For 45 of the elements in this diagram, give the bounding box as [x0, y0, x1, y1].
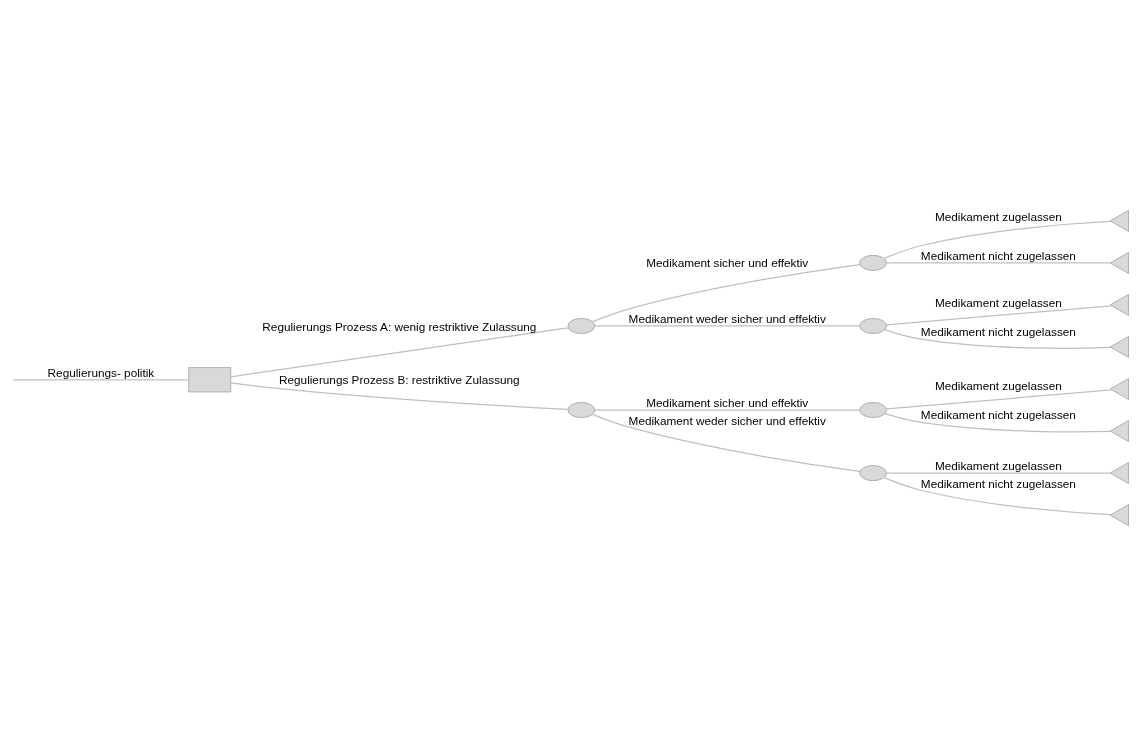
edge-label: Medikament sicher und effektiv — [646, 255, 809, 269]
connector — [883, 476, 1112, 515]
node-triangle — [1109, 461, 1129, 484]
edge-label: Medikament nicht zugelassen — [920, 476, 1076, 490]
edge-label: Regulierungs Prozess A: wenig restriktive Zulassung — [262, 319, 537, 333]
node-triangle — [1109, 503, 1129, 526]
edge-label: Medikament nicht zugelassen — [920, 324, 1076, 338]
connector — [885, 304, 1113, 326]
edge-label: Medikament weder sicher und effektiv — [628, 311, 826, 325]
node-triangle — [1109, 377, 1129, 400]
node-triangle — [1109, 209, 1129, 232]
node-circle — [567, 317, 596, 334]
node-triangle — [1109, 335, 1129, 358]
connector — [12, 378, 190, 380]
edge-label: Medikament nicht zugelassen — [920, 407, 1076, 421]
node-circle — [567, 401, 596, 418]
connector — [591, 263, 861, 322]
edge-label: Medikament sicher und effektiv — [646, 395, 809, 409]
edge-label: Medikament zugelassen — [934, 295, 1062, 309]
edge-label: Medikament zugelassen — [934, 458, 1062, 472]
connector — [885, 261, 1111, 264]
connector — [885, 471, 1111, 474]
node-triangle — [1109, 419, 1129, 442]
edge-label: Medikament nicht zugelassen — [920, 248, 1076, 262]
connector — [594, 408, 861, 411]
connector — [230, 381, 569, 410]
connector — [591, 413, 861, 472]
edge-label: Medikament weder sicher und effektiv — [628, 413, 826, 426]
edge-label: Medikament zugelassen — [934, 209, 1062, 223]
connector — [885, 388, 1113, 410]
edge-label: Regulierungs- politik — [47, 365, 155, 379]
edge-label: Regulierungs Prozess B: restriktive Zulassung — [279, 372, 520, 386]
connector — [883, 220, 1112, 259]
connector — [884, 328, 1112, 349]
connector — [594, 324, 861, 327]
node-circle — [859, 317, 887, 334]
node-box — [188, 366, 232, 392]
node-circle — [859, 464, 887, 481]
node-triangle — [1109, 293, 1129, 316]
node-circle — [859, 254, 887, 271]
node-circle — [859, 401, 887, 418]
connector — [884, 412, 1112, 432]
node-triangle — [1109, 251, 1129, 274]
edge-label: Medikament zugelassen — [934, 378, 1062, 392]
connector — [230, 326, 569, 377]
